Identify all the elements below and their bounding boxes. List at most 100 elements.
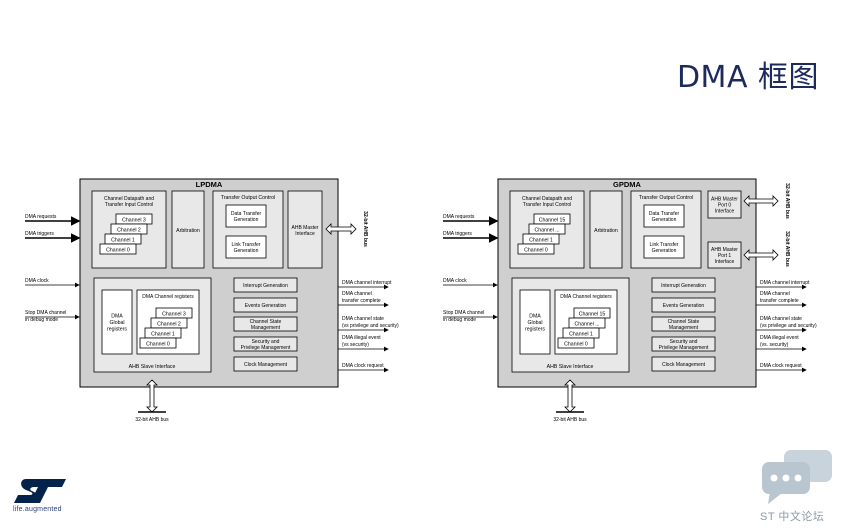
gpdma-output-label: (vs. security) [760,342,789,348]
lpdma-data-transfer-box [225,204,267,228]
gpdma-output-label: transfer complete [760,298,799,304]
gpdma-ahb-bus-right-arrow-1 [743,195,779,207]
gpdma-ahb-master-port0-box [707,190,742,219]
gpdma-datapath-channel-label: Channel 1 [529,238,553,244]
lpdma-global-registers-box [101,289,133,355]
lpdma-output-control-title: Transfer Output Control [221,195,275,201]
gpdma-register-channel-label: Channel 1 [569,332,593,338]
gpdma-datapath-channel-box [517,243,555,255]
gpdma-ahb-bus-right-label-1: 32-bit AHB bus [784,183,790,219]
lpdma-block-label: Events Generation [245,303,287,309]
gpdma-block-label: Interrupt Generation [661,283,706,289]
gpdma-ahb-master-port1-label: Interface [715,259,735,265]
lpdma-global-registers-label: Global [110,320,125,326]
gpdma-datapath-channel-label: Channel 15 [539,218,566,224]
gpdma-ahb-master-port1-box [707,241,742,269]
gpdma-ahb-master-port1-label: AHB Master [711,247,738,253]
gpdma-block-label: Clock Management [662,362,706,368]
lpdma-output-label: (vs privilege and security) [342,323,399,329]
gpdma-ahb-slave-label: AHB Slave Interface [547,364,594,370]
lpdma-block-label: Privilege Management [241,345,291,351]
gpdma-datapath-title: Channel Datapath and [522,196,572,202]
gpdma-global-registers-label: registers [525,326,545,332]
gpdma-datapath-channel-label: Channel 0 [524,248,548,254]
gpdma-register-channel-label: Channel ... [574,322,599,328]
gpdma-bottom-bus-label: 32-bit AHB bus [553,417,587,423]
gpdma-output-control-title: Transfer Output Control [639,195,693,201]
chat-bubbles-icon [760,448,836,511]
gpdma-register-channel-label: Channel 0 [564,342,588,348]
lpdma-datapath-channel-box [99,243,137,255]
gpdma-data-transfer-label: Data Transfer [649,211,680,217]
gpdma-output-label: DMA channel state [760,316,802,322]
lpdma-register-channel-label: Channel 1 [151,332,175,338]
gpdma-bottom-bus-arrow [564,379,576,413]
gpdma-block-label: Privilege Management [659,345,709,351]
lpdma-datapath-channel-label: Channel 2 [117,228,141,234]
lpdma-block-box [233,277,298,293]
lpdma-datapath-channel-label: Channel 0 [106,248,130,254]
gpdma-ahb-master-port1-label: Port 1 [718,253,732,259]
lpdma-arbitration-box [171,190,205,269]
lpdma-arbitration-label: Arbitration [176,228,200,234]
lpdma-ahb-bus-right-label: 32-bit AHB bus [362,211,368,247]
gpdma-data-transfer-box [643,204,685,228]
lpdma-name: LPDMA [196,180,223,189]
gpdma-block-label: Management [669,325,699,331]
lpdma-bottom-bus-label: 32-bit AHB bus [135,417,169,423]
lpdma-datapath-title: Transfer Input Control [105,202,153,208]
lpdma-ahb-slave-label: AHB Slave Interface [129,364,176,370]
lpdma-link-transfer-box [225,235,267,259]
gpdma-ahb-bus-right-arrow-2 [743,249,779,261]
gpdma-channel-registers-title: DMA Channel registers [560,294,612,300]
gpdma-register-channel-box [557,337,595,349]
lpdma-data-transfer-label: Data Transfer [231,211,262,217]
lpdma-block-label: Security and [252,339,280,345]
forum-label: ST 中文论坛 [760,511,825,523]
lpdma-block-box [233,316,298,332]
gpdma-input-label: DMA requests [443,214,475,220]
gpdma-register-channel-label: Channel 15 [579,312,606,318]
gpdma-input-label: DMA triggers [443,231,472,237]
gpdma-block-box [651,336,716,352]
lpdma-input-label: DMA clock [25,278,49,284]
lpdma-block-box [233,336,298,352]
gpdma-name: GPDMA [613,180,642,189]
lpdma-data-transfer-label: Generation [234,217,259,223]
lpdma-block-label: Clock Management [244,362,288,368]
lpdma-output-label: DMA channel [342,291,372,297]
lpdma-channel-registers-title: DMA Channel registers [142,294,194,300]
gpdma-input-label: Stop DMA channel [443,310,484,316]
lpdma-output-label: (vs security) [342,342,369,348]
gpdma-ahb-bus-right-label-2: 32-bit AHB bus [784,231,790,267]
gpdma-ahb-master-port0-label: Port 0 [718,202,732,208]
lpdma-output-label: DMA clock request [342,363,384,369]
lpdma-bottom-bus-arrow [146,379,158,413]
lpdma-output-label: DMA channel interrupt [342,280,392,286]
gpdma-output-label: DMA channel [760,291,790,297]
lpdma-block-label: Channel State [250,319,282,325]
lpdma-block-box [233,356,298,372]
gpdma-block-box [651,297,716,313]
lpdma-datapath-title: Channel Datapath and [104,196,154,202]
lpdma-block-label: Interrupt Generation [243,283,288,289]
gpdma-ahb-master-port0-label: AHB Master [711,196,738,202]
gpdma-block-label: Security and [670,339,698,345]
lpdma-input-label: DMA triggers [25,231,54,237]
gpdma-output-label: DMA clock request [760,363,802,369]
lpdma-output-label: DMA illegal event [342,335,381,341]
lpdma-register-channel-label: Channel 0 [146,342,170,348]
st-logo [12,477,68,510]
gpdma-datapath-channel-label: Channel ... [534,228,559,234]
gpdma-link-transfer-label: Link Transfer [650,242,679,248]
lpdma-link-transfer-label: Link Transfer [232,242,261,248]
gpdma-link-transfer-box [643,235,685,259]
gpdma-arbitration-label: Arbitration [594,228,618,234]
lpdma-ahb-master-label: Interface [295,231,315,237]
lpdma-input-label: Stop DMA channel [25,310,66,316]
gpdma-block-box [651,316,716,332]
lpdma-input-label: DMA requests [25,214,57,220]
slide-title: DMA 框图 [676,60,819,95]
lpdma-ahb-bus-right-arrow [325,223,357,235]
lpdma-datapath-channel-label: Channel 1 [111,238,135,244]
